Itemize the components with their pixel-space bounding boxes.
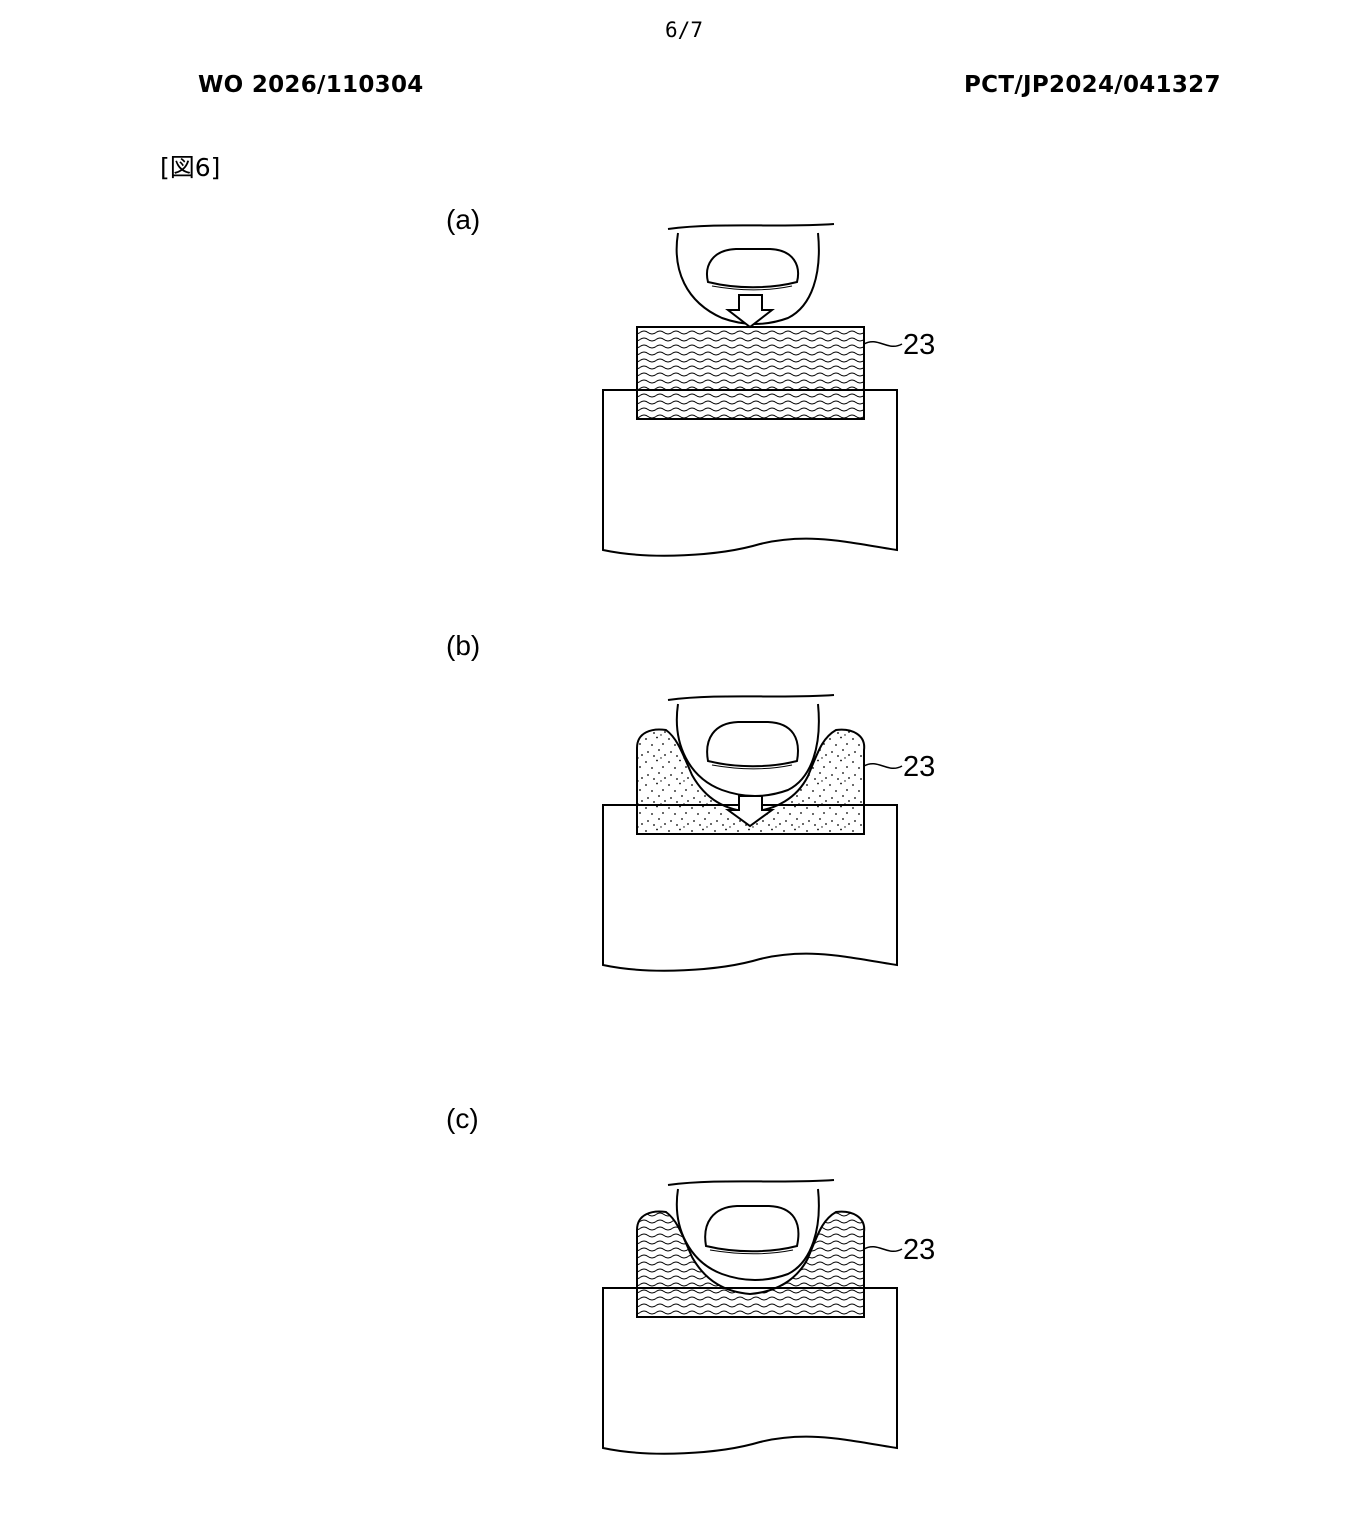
fingernail-a: [706, 248, 799, 289]
base-block-a: [602, 389, 898, 557]
down-arrow-b: [724, 795, 776, 828]
pad-23-c: [636, 1210, 866, 1318]
ref-23-b: 23: [903, 751, 935, 783]
down-arrow-a: [725, 294, 775, 329]
ref-23-a: 23: [903, 329, 935, 361]
panel-label-a: (a): [446, 204, 481, 235]
leader-line-a: [863, 341, 903, 347]
panel-label-c: (c): [446, 1103, 479, 1134]
ref-23-c: 23: [903, 1234, 935, 1266]
base-block-c: [602, 1287, 898, 1455]
page-number: 6/7: [665, 18, 703, 42]
panel-label-b: (b): [446, 630, 481, 661]
fingernail-b: [706, 721, 799, 768]
base-block-b: [602, 804, 898, 972]
panel-a-drawing: 23: [602, 223, 935, 557]
application-number: PCT/JP2024/041327: [964, 72, 1221, 98]
figure-label: [図6]: [160, 153, 221, 182]
leader-line-b: [863, 763, 903, 769]
panel-c-drawing: 23: [602, 1179, 935, 1455]
leader-line-c: [863, 1246, 903, 1252]
pad-23-a: [636, 326, 865, 420]
fingernail-c: [704, 1205, 800, 1253]
panel-b-drawing: 23: [602, 694, 935, 972]
publication-number: WO 2026/110304: [198, 72, 424, 98]
